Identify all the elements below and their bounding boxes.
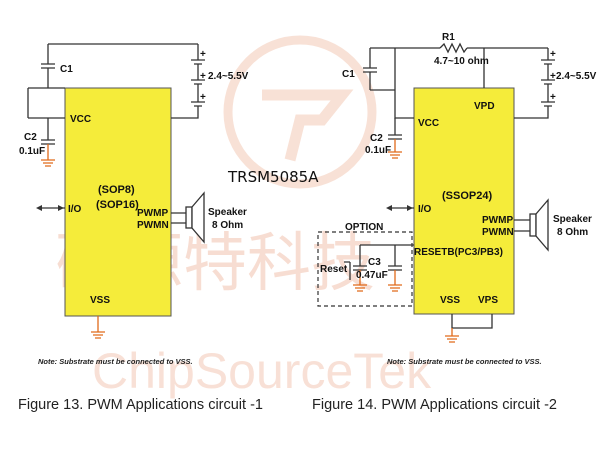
fig14-reset-label: Reset xyxy=(320,264,348,275)
fig14-battery-label: 2.4~5.5V xyxy=(556,71,597,82)
fig13-c1-label: C1 xyxy=(60,64,73,75)
watermark-english: ChipSourceTek xyxy=(92,343,432,399)
fig13-package-2: (SOP16) xyxy=(96,199,139,211)
fig13-plus-1: + xyxy=(200,49,206,60)
fig14-c2-value: 0.1uF xyxy=(365,145,391,156)
fig14-pwmn-pin: PWMN xyxy=(482,227,514,238)
fig14-plus-2: + xyxy=(550,71,556,82)
fig13-c2-label: C2 xyxy=(24,132,37,143)
fig14-r1-value: 4.7~10 ohm xyxy=(434,56,489,67)
fig14-package: (SSOP24) xyxy=(442,190,492,202)
fig13-caption: Figure 13. PWM Applications circuit -1 xyxy=(18,397,263,413)
fig13-io-pin: I/O xyxy=(68,204,82,215)
fig13-vss-pin: VSS xyxy=(90,295,110,306)
fig14-speaker-ohm: 8 Ohm xyxy=(557,227,588,238)
fig14-speaker-label: Speaker xyxy=(553,214,592,225)
fig14-r1-label: R1 xyxy=(442,32,455,43)
fig13-vcc-pin: VCC xyxy=(70,114,91,125)
fig14-option-label: OPTION xyxy=(345,222,383,233)
fig14-plus-1: + xyxy=(550,49,556,60)
fig13-note: Note: Substrate must be connected to VSS… xyxy=(38,357,193,366)
fig14-pwmp-pin: PWMP xyxy=(482,215,513,226)
fig14-plus-3: + xyxy=(550,92,556,103)
fig14-resetb-pin: RESETB(PC3/PB3) xyxy=(414,247,503,258)
fig14-io-pin: I/O xyxy=(418,204,432,215)
fig14-c3-value: 0.47uF xyxy=(356,270,388,281)
fig14-vss-pin: VSS xyxy=(440,295,460,306)
fig14-note: Note: Substrate must be connected to VSS… xyxy=(387,357,542,366)
fig13-ic-body xyxy=(64,87,172,317)
watermark-logo xyxy=(223,35,377,189)
fig14-c1-label: C1 xyxy=(342,69,355,80)
fig14-vcc-pin: VCC xyxy=(418,118,439,129)
fig13-battery-label: 2.4~5.5V xyxy=(208,71,249,82)
fig14-vpd-pin: VPD xyxy=(474,101,495,112)
fig14-ic-body xyxy=(413,87,515,315)
page-title: TRSM5085A xyxy=(227,168,319,186)
fig13-plus-2: + xyxy=(200,71,206,82)
fig14-vps-pin: VPS xyxy=(478,295,498,306)
fig13-package: (SOP8) xyxy=(98,184,135,196)
fig14-c2-label: C2 xyxy=(370,133,383,144)
fig13-pwmp-pin: PWMP xyxy=(137,208,168,219)
figure-14: R1 4.7~10 ohm C1 VPD VCC C2 0.1uF 2.4~5.… xyxy=(312,32,597,413)
fig14-c3-label: C3 xyxy=(368,257,381,268)
fig13-speaker-ohm: 8 Ohm xyxy=(212,220,243,231)
fig13-c2-value: 0.1uF xyxy=(19,146,45,157)
fig13-speaker-label: Speaker xyxy=(208,207,247,218)
fig13-plus-3: + xyxy=(200,92,206,103)
fig13-pwmn-pin: PWMN xyxy=(137,220,169,231)
fig14-caption: Figure 14. PWM Applications circuit -2 xyxy=(312,397,557,413)
figure-13: C1 VCC C2 0.1uF 2.4~5.5V + + + (SOP8) (S… xyxy=(18,43,263,413)
